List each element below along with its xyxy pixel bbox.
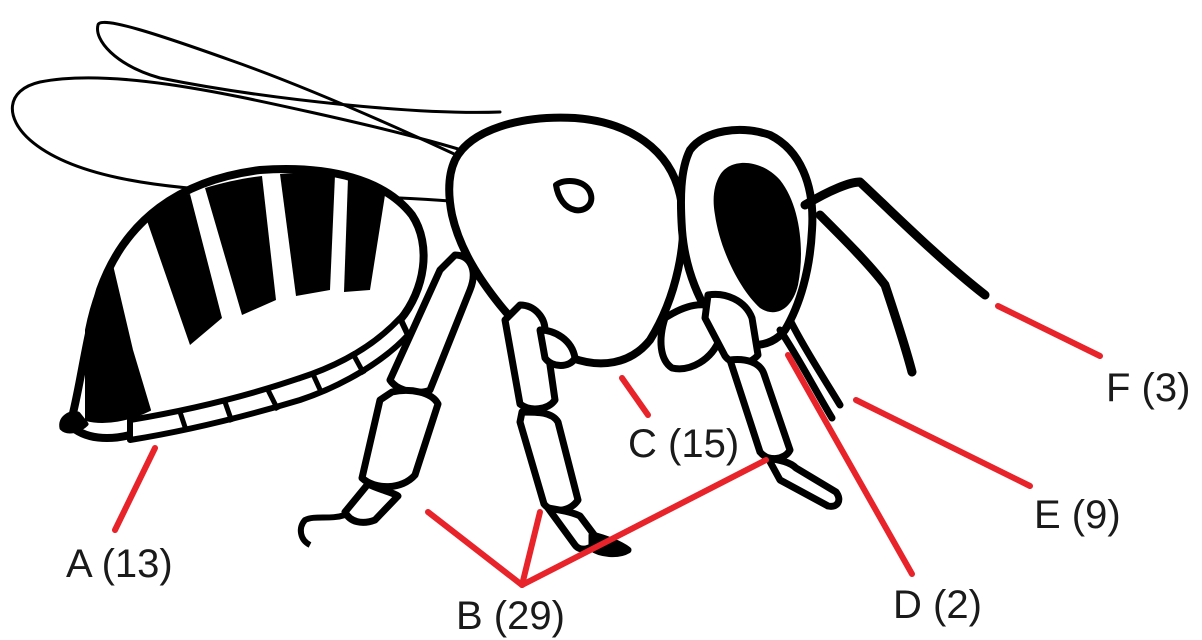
- label-a: A (13): [66, 544, 173, 584]
- abdomen: [62, 169, 424, 440]
- label-d: D (2): [893, 585, 982, 625]
- label-e: E (9): [1034, 495, 1121, 535]
- fore-leg-tarsus: [768, 458, 839, 506]
- label-f: F (3): [1106, 368, 1190, 408]
- mouthparts: [780, 320, 840, 418]
- label-b: B (29): [456, 596, 565, 636]
- label-c: C (15): [628, 424, 739, 464]
- leader-e: [856, 400, 1030, 486]
- leader-f: [998, 306, 1100, 356]
- hind-leg-claw: [301, 515, 345, 545]
- leader-b: [428, 460, 766, 585]
- leader-c: [622, 378, 648, 415]
- mid-leg-tibia: [520, 412, 578, 510]
- antenna: [805, 182, 985, 372]
- thorax: [449, 118, 683, 364]
- leader-d: [788, 355, 912, 574]
- leader-a: [115, 448, 155, 530]
- thorax-outline: [449, 118, 683, 364]
- hind-leg-tibia: [362, 391, 438, 487]
- abdomen-tip: [62, 414, 86, 431]
- hind-leg-tarsus: [345, 484, 398, 522]
